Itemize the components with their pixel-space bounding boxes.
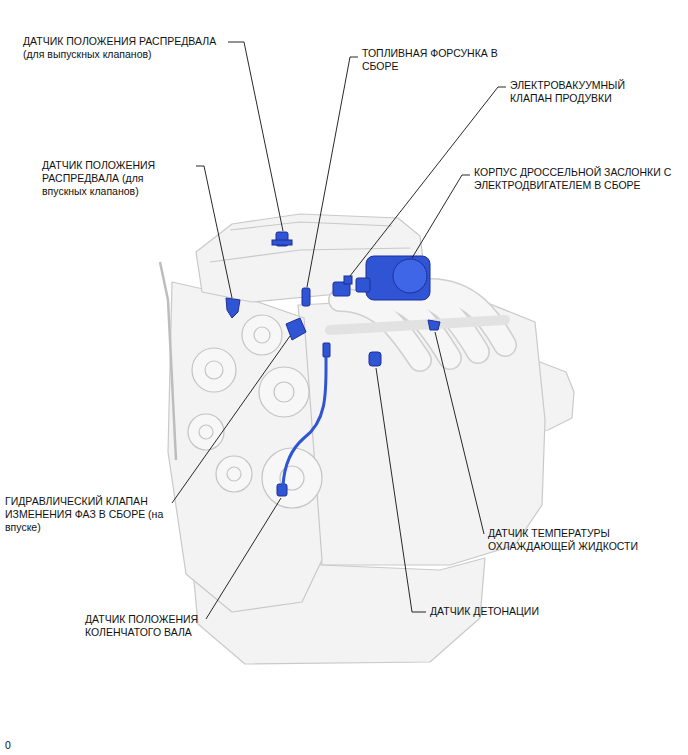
callout-label: ДАТЧИК ПОЛОЖЕНИЯ КОЛЕНЧАТОГО ВАЛА xyxy=(85,613,235,639)
callout-label: ЭЛЕКТРОВАКУУМНЫЙ КЛАПАН ПРОДУВКИ xyxy=(510,79,645,105)
callout-label: ДАТЧИК ПОЛОЖЕНИЯ РАСПРЕДВАЛА (для впускн… xyxy=(42,159,172,198)
crank-sensor-wire xyxy=(283,357,326,486)
callout-label: ТОПЛИВНАЯ ФОРСУНКА В СБОРЕ xyxy=(362,47,502,73)
callout-label: ДАТЧИК ПОЛОЖЕНИЯ РАСПРЕДВАЛА (для выпуск… xyxy=(23,35,233,61)
leader-lines xyxy=(172,42,506,619)
callout-label: ГИДРАВЛИЧЕСКИЙ КЛАПАН ИЗМЕНЕНИЯ ФАЗ В СБ… xyxy=(5,495,165,534)
callout-label: КОРПУС ДРОССЕЛЬНОЙ ЗАСЛОНКИ С ЭЛЕКТРОДВИ… xyxy=(474,166,680,192)
callout-label: ДАТЧИК ТЕМПЕРАТУРЫ ОХЛАЖДАЮЩЕЙ ЖИДКОСТИ xyxy=(488,527,658,553)
callout-label: 0 xyxy=(5,739,11,752)
dipstick xyxy=(160,262,176,460)
callout-label: ДАТЧИК ДЕТОНАЦИИ xyxy=(430,605,539,618)
blue-components xyxy=(226,232,440,496)
pulleys xyxy=(188,315,322,508)
